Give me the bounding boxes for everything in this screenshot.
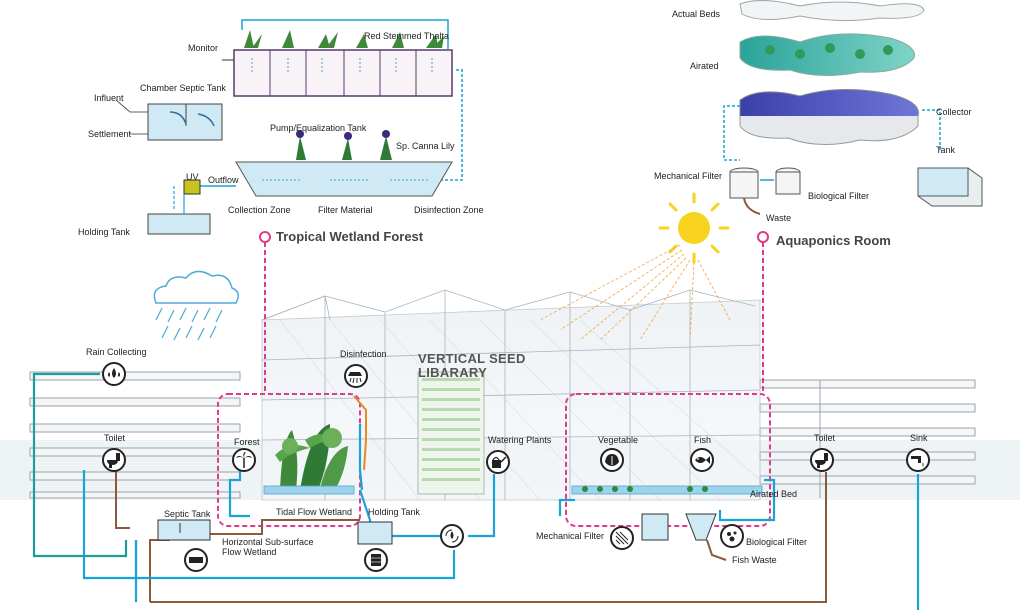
- watering-can-icon: [486, 450, 510, 474]
- label-monitor: Monitor: [188, 43, 219, 53]
- label-disinfection: Disinfection: [340, 349, 387, 359]
- label-uv: UV: [186, 172, 199, 182]
- label-watering-plants: Watering Plants: [488, 435, 552, 445]
- sink-faucet-icon: [906, 448, 930, 472]
- label-rain-collecting: Rain Collecting: [86, 347, 147, 357]
- title-aquaponics-room: Aquaponics Room: [776, 233, 891, 248]
- pin-aquaponics: [757, 231, 769, 243]
- toilet-right-icon: [810, 448, 834, 472]
- label-horizontal-line1: Horizontal Sub-surface: [222, 537, 314, 547]
- seed-library-tower: [417, 371, 485, 495]
- label-holding-tank: Holding Tank: [368, 507, 420, 517]
- label-mechanical-filter-top: Mechanical Filter: [654, 171, 723, 181]
- label-tidal-flow-wetland: Tidal Flow Wetland: [276, 507, 353, 517]
- label-holding-tank-top: Holding Tank: [78, 227, 130, 237]
- tidal-tray: [263, 485, 355, 495]
- holding-tank-icon: [364, 548, 388, 572]
- orange-pipe: [353, 395, 367, 471]
- palm-icon: [232, 448, 256, 472]
- label-settlement: Settlement: [88, 129, 132, 139]
- label-chamber-septic-tank: Chamber Septic Tank: [140, 83, 226, 93]
- horizontal-wetland-icon: [184, 548, 208, 572]
- label-outflow: Outflow: [208, 175, 239, 185]
- label-sp-canna-lily: Sp. Canna Lily: [396, 141, 455, 151]
- pin-wetland: [259, 231, 271, 243]
- label-tank: Tank: [936, 145, 956, 155]
- biological-filter-icon: [720, 524, 744, 548]
- label-waste: Waste: [766, 213, 792, 223]
- label-toilet-right: Toilet: [814, 433, 836, 443]
- shower-icon: [344, 364, 368, 388]
- rain-cloud: [153, 270, 239, 341]
- label-sink: Sink: [910, 433, 928, 443]
- title-vertical-seed-library: VERTICAL SEED LIBARARY: [418, 352, 526, 380]
- label-fish: Fish: [694, 435, 712, 445]
- label-fish-waste: Fish Waste: [732, 555, 777, 565]
- airated-bed-tray: [571, 485, 763, 495]
- aquaponics-layers: [723, 0, 983, 215]
- label-red-stemmed-thalta: Red Stemmed Thalta: [364, 31, 449, 41]
- bottom-tanks: [157, 513, 717, 545]
- label-pump-equalization-tank: Pump/Equalization Tank: [270, 123, 367, 133]
- toilet-icon: [102, 448, 126, 472]
- drop-recycle-icon: [440, 524, 464, 548]
- label-collection-zone: Collection Zone: [228, 205, 291, 215]
- rain-collecting-icon: [102, 362, 126, 386]
- fish-icon: [690, 448, 714, 472]
- label-forest: Forest: [234, 437, 260, 447]
- label-influent: Influent: [94, 93, 124, 103]
- label-airated: Airated: [690, 61, 719, 71]
- lettuce-icon: [600, 448, 624, 472]
- right-building: [759, 379, 976, 498]
- label-actual-beds: Actual Beds: [672, 9, 721, 19]
- label-airated-bed: Airated Bed: [750, 489, 798, 499]
- blue-pipes: [82, 424, 920, 610]
- label-horizontal-line2: Flow Wetland: [222, 547, 277, 557]
- vertical-seed-line2: LIBARARY: [418, 365, 488, 380]
- wetland-schematic: [115, 19, 463, 235]
- sun: [539, 192, 731, 341]
- label-collector: Collector: [936, 107, 972, 117]
- vertical-seed-line1: VERTICAL SEED: [418, 351, 526, 366]
- teal-pipes: [32, 372, 128, 558]
- label-disinfection-zone: Disinfection Zone: [414, 205, 484, 215]
- label-filter-material: Filter Material: [318, 205, 373, 215]
- label-biological-filter-top: Biological Filter: [808, 191, 870, 201]
- label-biological-filter: Biological Filter: [746, 537, 808, 547]
- mechanical-filter-icon: [610, 526, 634, 550]
- label-septic-tank: Septic Tank: [164, 509, 211, 519]
- label-vegetable: Vegetable: [598, 435, 639, 445]
- left-building: [29, 371, 241, 499]
- title-tropical-wetland-forest: Tropical Wetland Forest: [276, 229, 424, 244]
- label-mechanical-filter: Mechanical Filter: [536, 531, 605, 541]
- tropical-plants: [275, 424, 348, 490]
- brown-pipes: [115, 470, 827, 603]
- label-toilet-left: Toilet: [104, 433, 126, 443]
